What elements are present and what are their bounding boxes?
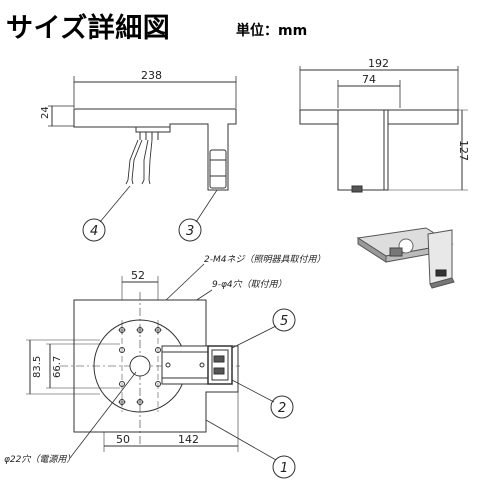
callout-3-label: 3 xyxy=(186,224,194,239)
dim-50-label: 50 xyxy=(116,433,130,446)
callout-2 xyxy=(270,395,294,419)
callout-5-label: 5 xyxy=(280,314,288,329)
callout-1 xyxy=(272,455,296,479)
mounting-holes xyxy=(118,326,162,406)
annotation-holes: 9-φ4穴（取付用） xyxy=(212,279,287,290)
dim-127-label: 127 xyxy=(457,140,470,161)
dim-835-label: 83.5 xyxy=(32,356,43,378)
callout-5 xyxy=(272,308,296,332)
dim-142-label: 142 xyxy=(178,433,199,446)
dim-24-label: 24 xyxy=(40,106,51,119)
callout-4 xyxy=(82,218,106,242)
callout-3 xyxy=(178,218,202,242)
dim-667-label: 66.7 xyxy=(52,356,63,378)
callout-1-label: 1 xyxy=(280,461,288,476)
product-illustration xyxy=(356,227,455,289)
callout-4-label: 4 xyxy=(90,224,98,239)
dim-238-label: 238 xyxy=(141,69,162,82)
callout-2-label: 2 xyxy=(278,401,286,416)
annotation-power-hole: φ22穴（電源用） xyxy=(4,454,75,465)
connector-part xyxy=(209,149,227,189)
annotation-screw: 2-M4ネジ（照明器具取付用） xyxy=(204,254,325,265)
bottom-view: 2-M4ネジ（照明器具取付用） 9-φ4穴（取付用） 52 xyxy=(4,254,325,479)
front-view: 192 74 127 xyxy=(299,57,470,193)
power-hole xyxy=(129,355,151,377)
side-view: 238 24 4 3 xyxy=(40,69,237,242)
dim-192-label: 192 xyxy=(368,57,389,70)
front-body xyxy=(337,109,389,191)
dim-52-label: 52 xyxy=(131,269,145,282)
dim-74-label: 74 xyxy=(362,73,376,86)
unit-label: 単位：mm xyxy=(236,23,308,39)
page-title: サイズ詳細図 xyxy=(6,13,171,44)
